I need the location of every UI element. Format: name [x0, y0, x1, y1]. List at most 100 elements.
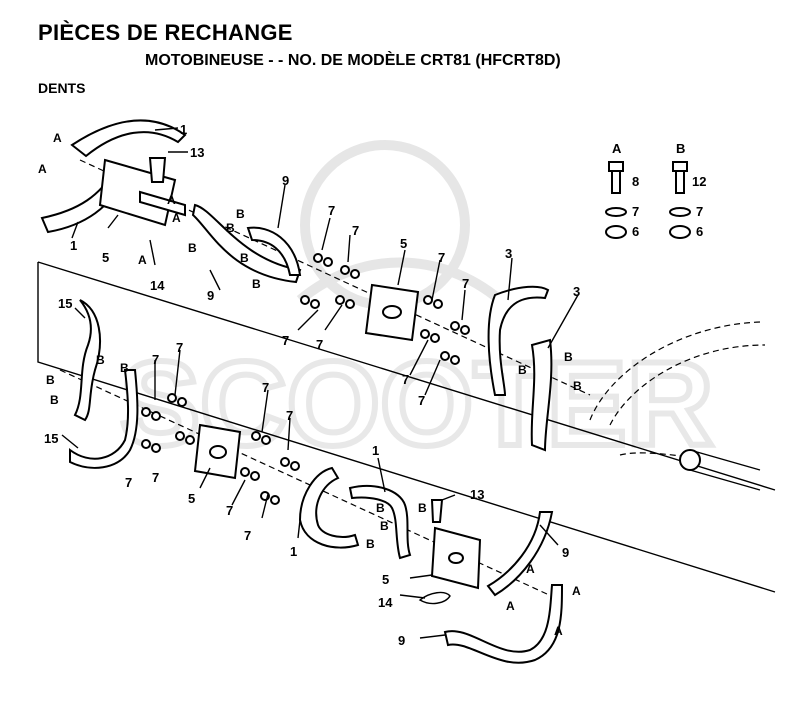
marker-a: A [172, 211, 181, 225]
callout-9: 9 [282, 173, 289, 188]
washer-a [605, 207, 627, 217]
marker-b: B [252, 277, 261, 291]
tine-1-lower-right [348, 484, 412, 560]
washer-b [669, 207, 691, 217]
marker-a: A [554, 624, 563, 638]
marker-a: A [167, 193, 176, 207]
callout-7: 7 [328, 203, 335, 218]
nut-b [669, 225, 691, 239]
callout-15: 15 [58, 296, 72, 311]
callout-13: 13 [470, 487, 484, 502]
washers-lower [141, 393, 300, 505]
bolt-8-shank [611, 170, 621, 194]
marker-a: A [53, 131, 62, 145]
section-title: DENTS [38, 80, 86, 96]
callout-3: 3 [505, 246, 512, 261]
axle-stub [689, 449, 761, 491]
callout-9: 9 [207, 288, 214, 303]
plate-bore-lower [448, 552, 464, 564]
callout-1: 1 [372, 443, 379, 458]
callout-13: 13 [190, 145, 204, 160]
marker-a: A [526, 562, 535, 576]
marker-a: A [38, 162, 47, 176]
callout-7: 7 [438, 250, 445, 265]
callout-7: 7 [244, 528, 251, 543]
legend-b-washer: 7 [696, 204, 703, 219]
tine-15-lower [69, 369, 139, 469]
page-title: PIÈCES DE RECHANGE [38, 20, 293, 45]
tine-9-right [246, 226, 302, 276]
marker-b: B [518, 363, 527, 377]
callout-5: 5 [400, 236, 407, 251]
axle-hub [679, 449, 701, 471]
page-subtitle: MOTOBINEUSE - - NO. DE MODÈLE CRT81 (HFC… [145, 52, 561, 69]
callout-7: 7 [282, 333, 289, 348]
hub-tube-upper [139, 190, 186, 217]
tine-15-upper [73, 299, 101, 422]
legend-a-nut: 6 [632, 224, 639, 239]
marker-b: B [120, 361, 129, 375]
legend-a-bolt: 8 [632, 174, 639, 189]
bolt-8-head [608, 161, 624, 172]
shroud-outline-1 [589, 321, 761, 421]
marker-a: A [506, 599, 515, 613]
marker-b: B [236, 207, 245, 221]
callouts: 1 13 1 5 14 9 9 7 7 5 7 7 3 3 7 7 7 7 15… [44, 122, 580, 648]
marker-a: A [572, 584, 581, 598]
nut-a [605, 225, 627, 239]
marker-b: B [50, 393, 59, 407]
tine-3-right [530, 338, 553, 452]
callout-7: 7 [352, 223, 359, 238]
pin-13-lower [430, 499, 444, 523]
callout-9: 9 [398, 633, 405, 648]
marker-b: B [226, 221, 235, 235]
frame-outline [37, 261, 776, 593]
legend-a-letter: A [612, 141, 622, 156]
callout-7: 7 [316, 337, 323, 352]
callout-14: 14 [378, 595, 393, 610]
shroud-outline-2 [609, 344, 766, 426]
clip-14-lower [418, 591, 451, 605]
bolt-12-head [672, 161, 688, 172]
washers-upper [300, 253, 470, 365]
callout-7: 7 [402, 372, 409, 387]
callout-1: 1 [290, 544, 297, 559]
legend-b-nut: 6 [696, 224, 703, 239]
pin-13-upper [148, 157, 167, 183]
callout-3: 3 [573, 284, 580, 299]
legend-b-letter: B [676, 141, 685, 156]
leader-lines [61, 127, 579, 639]
marker-b: B [380, 519, 389, 533]
tine-1-upper [70, 119, 187, 158]
marker-b: B [376, 501, 385, 515]
marker-b: B [188, 241, 197, 255]
callout-5: 5 [382, 572, 389, 587]
legend-b-bolt: 12 [692, 174, 706, 189]
marker-b: B [366, 537, 375, 551]
callout-7: 7 [462, 276, 469, 291]
tine-9-lower-lower [443, 584, 564, 664]
hardware-legend: A B 8 12 7 7 6 6 [605, 141, 706, 239]
tine-3-left [487, 285, 550, 396]
callout-7: 7 [226, 503, 233, 518]
callout-9: 9 [562, 545, 569, 560]
fastener-markers: A A A A A B B B B B B B B B B B B B B B … [38, 131, 582, 638]
callout-7: 7 [152, 352, 159, 367]
hub-bore-lower [209, 445, 227, 459]
marker-b: B [418, 501, 427, 515]
callout-7: 7 [418, 393, 425, 408]
callout-7: 7 [176, 340, 183, 355]
callout-5: 5 [102, 250, 109, 265]
callout-1: 1 [70, 238, 77, 253]
hub-bore-upper [382, 305, 402, 319]
tine-9-lower-upper [486, 511, 554, 597]
marker-b: B [573, 379, 582, 393]
tine-9-left [191, 203, 302, 284]
callout-7: 7 [152, 470, 159, 485]
marker-b: B [96, 353, 105, 367]
callout-14: 14 [150, 278, 165, 293]
legend-a-washer: 7 [632, 204, 639, 219]
callout-15: 15 [44, 431, 58, 446]
callout-7: 7 [262, 380, 269, 395]
